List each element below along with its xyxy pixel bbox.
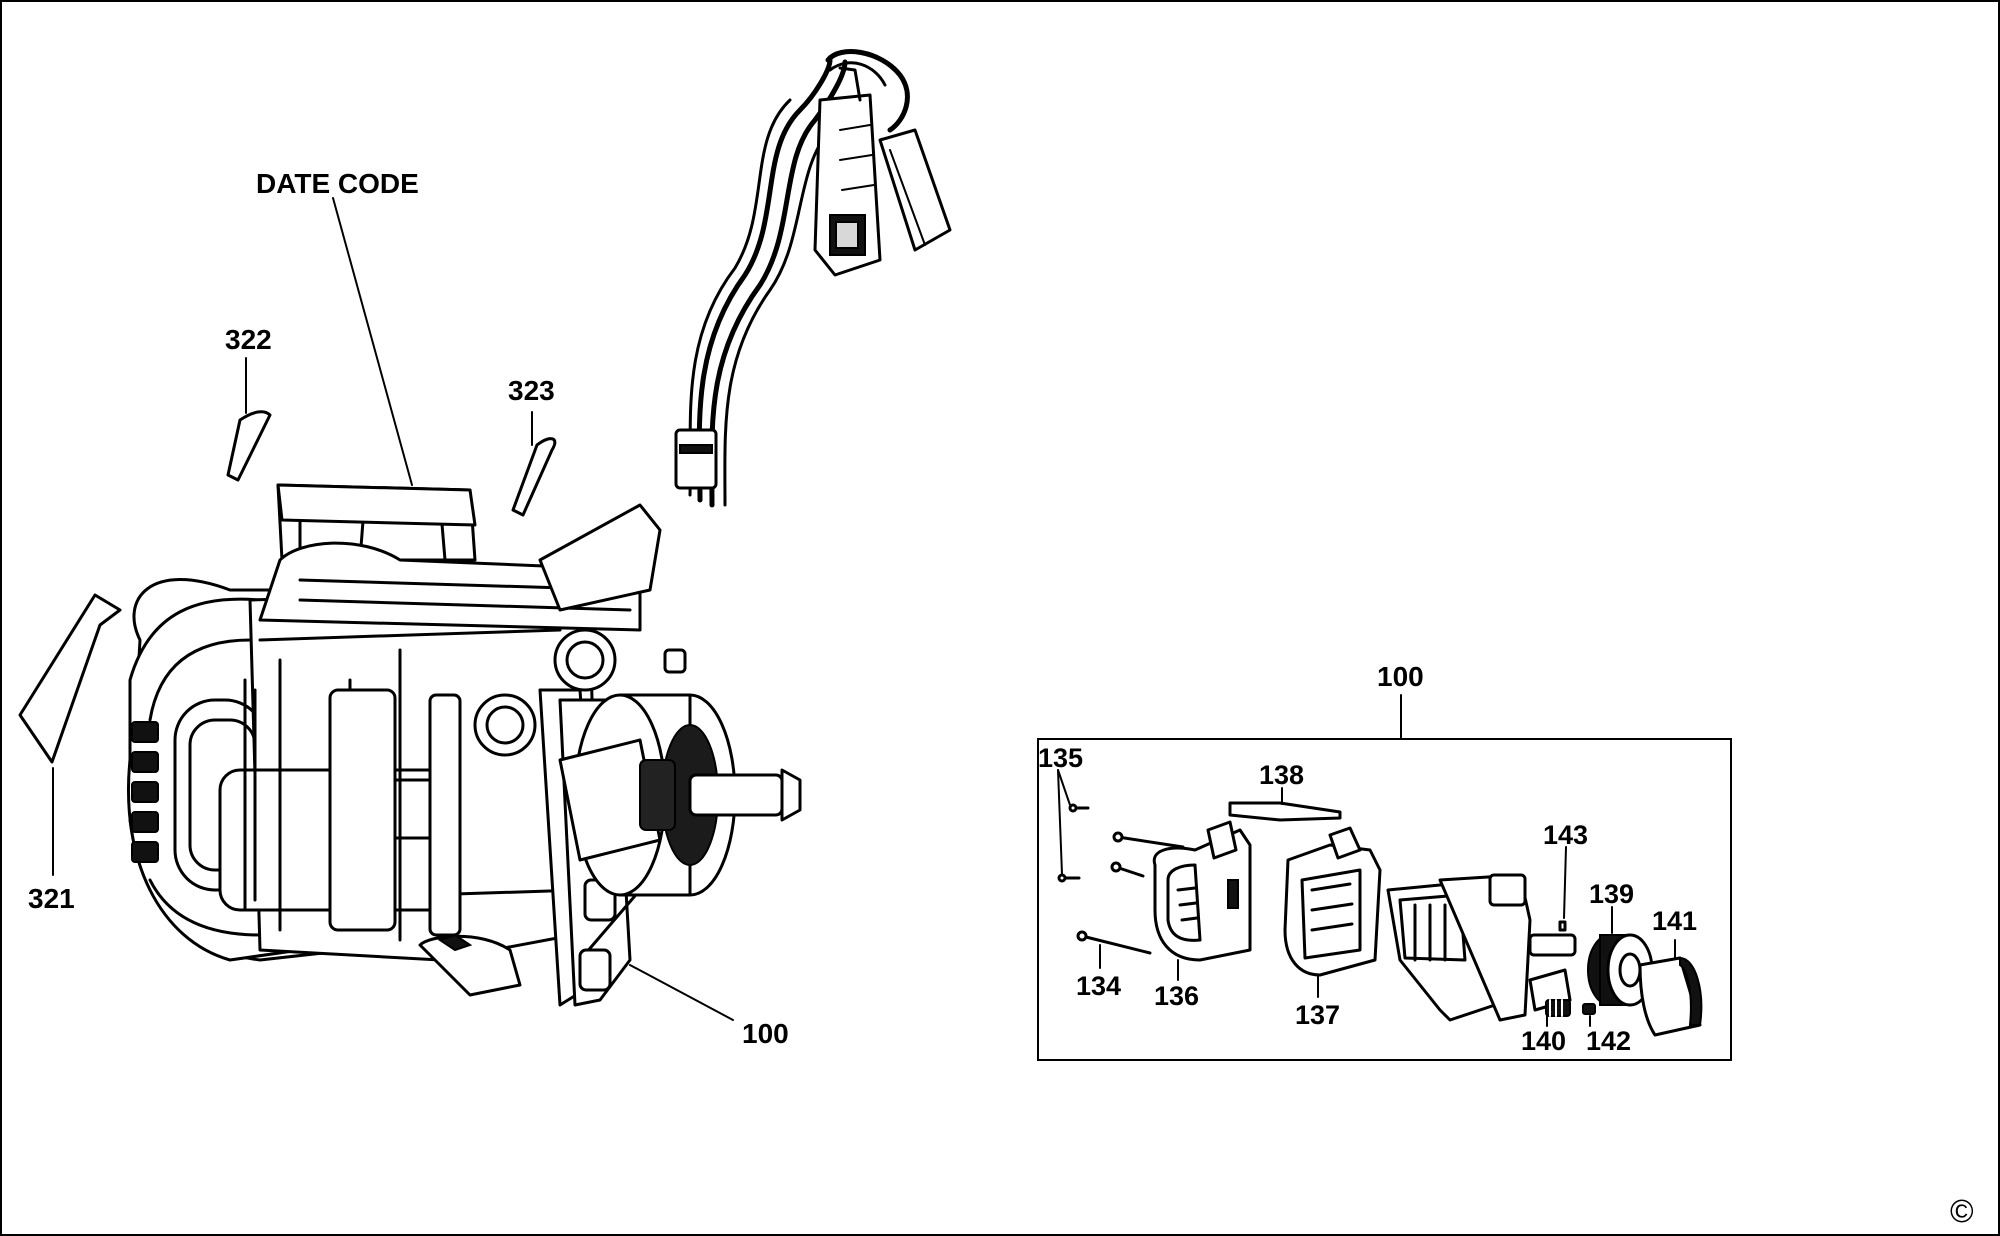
- part-143-pin: [1558, 920, 1567, 932]
- part-134-screws: [1076, 831, 1185, 955]
- label-date-code: DATE CODE: [256, 168, 419, 199]
- part-136-end-bell: [1152, 820, 1252, 962]
- motor-assembly: DATE CODE 322 323 321 100: [18, 49, 952, 1049]
- copyright-mark: ©: [1950, 1193, 1974, 1229]
- label-part-141: 141: [1652, 906, 1697, 936]
- date-code-label-area: [276, 483, 477, 527]
- leader-date-code: [332, 197, 413, 486]
- leader-135-b: [1057, 769, 1063, 875]
- label-part-100-main: 100: [742, 1018, 789, 1049]
- part-322-tag: [226, 410, 272, 482]
- label-part-139: 139: [1589, 879, 1634, 909]
- label-part-138: 138: [1259, 760, 1304, 790]
- leader-100-main: [629, 964, 734, 1021]
- label-part-322: 322: [225, 324, 272, 355]
- label-part-321: 321: [28, 883, 75, 914]
- part-142-washer: [1582, 1003, 1596, 1015]
- label-part-143: 143: [1543, 820, 1588, 850]
- part-323-tag: [511, 437, 557, 517]
- leader-135-a: [1057, 769, 1071, 806]
- motor-housing: [127, 483, 802, 1007]
- label-part-140: 140: [1521, 1026, 1566, 1056]
- label-part-136: 136: [1154, 981, 1199, 1011]
- label-part-142: 142: [1586, 1026, 1631, 1056]
- label-part-100-box: 100: [1377, 661, 1424, 692]
- detail-frame: [1037, 738, 1732, 1061]
- part-137-field: [1283, 826, 1382, 977]
- vent-slots: [131, 721, 159, 863]
- part-138-strip: [1228, 801, 1342, 822]
- part-141-cover: [1638, 956, 1703, 1037]
- part-135-screws: [1057, 803, 1090, 883]
- leader-143: [1563, 846, 1567, 919]
- exploded-detail-box: 100 135 134: [1037, 661, 1732, 1061]
- label-part-134: 134: [1076, 971, 1121, 1001]
- wiring-harness: [674, 49, 952, 508]
- part-321-label-plate: [18, 593, 122, 764]
- label-part-135: 135: [1038, 743, 1083, 773]
- label-part-323: 323: [508, 375, 555, 406]
- label-part-137: 137: [1295, 1000, 1340, 1030]
- armature-housing: [1386, 873, 1577, 1022]
- part-140-spring: [1545, 999, 1571, 1017]
